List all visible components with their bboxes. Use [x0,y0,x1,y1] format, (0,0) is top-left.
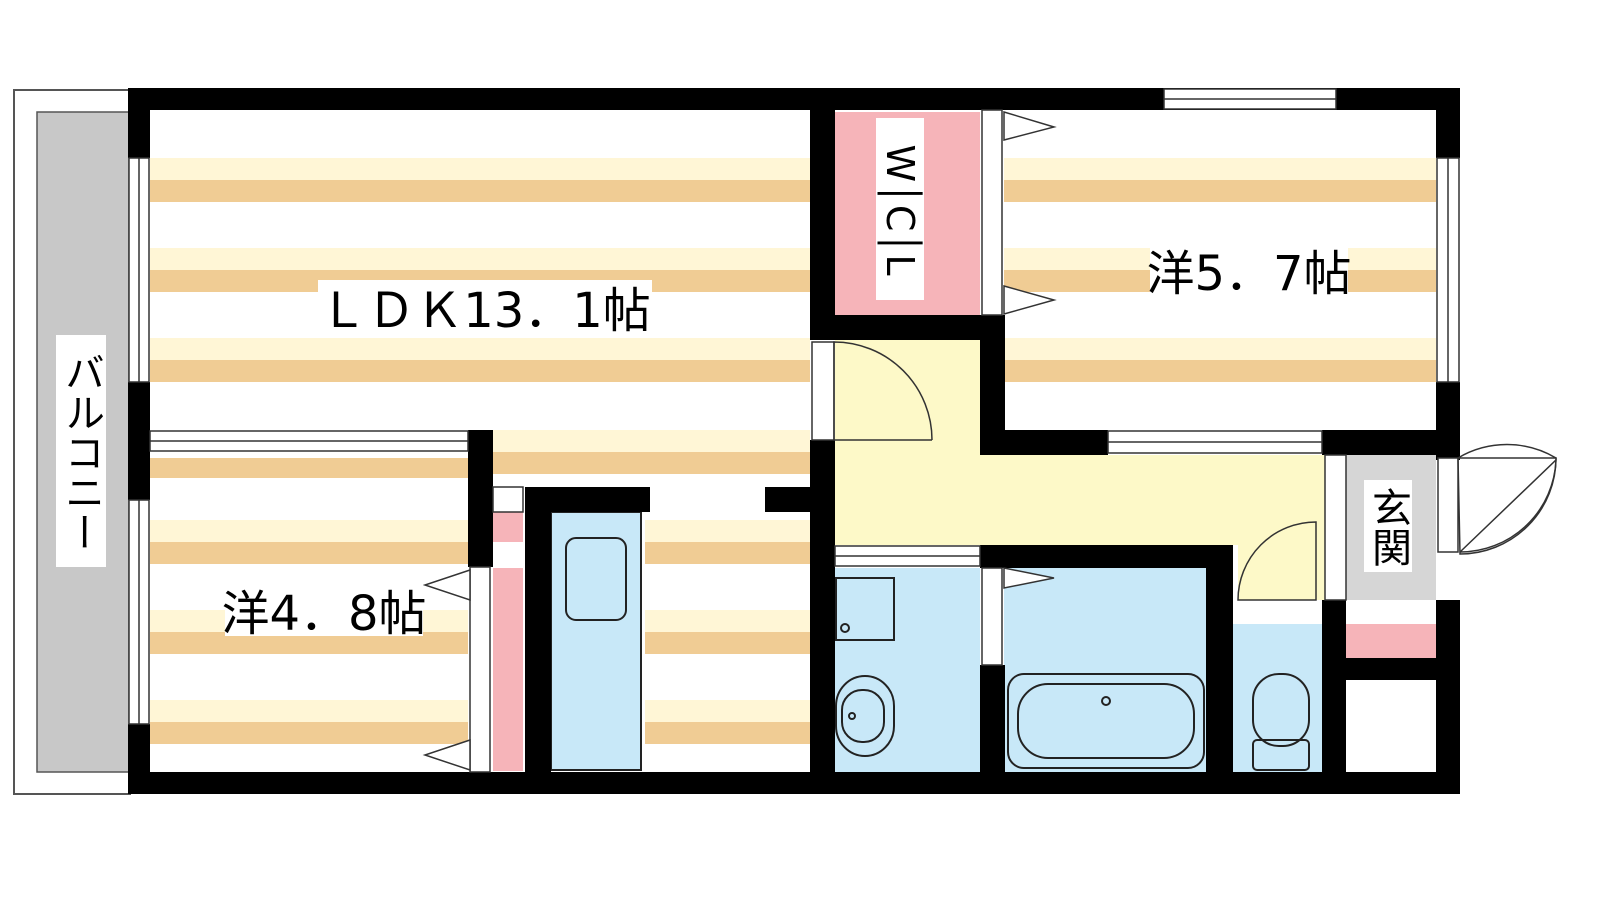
wall-bath-top [980,545,1230,568]
swing-doors [811,341,1557,601]
wall-left-3 [128,724,150,794]
windows [128,88,1460,773]
wall-w1-bottom-a [980,430,1108,455]
wall-top [128,88,1460,110]
bathtub [1007,673,1205,769]
wic-label-bg [876,118,924,300]
walls [128,88,1460,794]
washing-machine-pan [835,577,895,641]
hallway-floor [835,340,1325,600]
closet-upper [493,512,523,542]
wic-door-frame [981,109,1003,316]
wall-bottom [128,772,1460,794]
shoe-closet [1346,624,1436,658]
wall-kitchen-stub [765,487,810,512]
room-label-western-1: 洋5．7帖 [1146,246,1351,302]
bath-door-frame [981,567,1003,666]
wall-left-2 [128,382,150,500]
western-1-label-bg [1150,240,1348,296]
wall-wic-bottom [835,315,1005,340]
wall-left-1 [128,88,150,158]
wall-entrance-corner [1322,600,1346,624]
wall-ldk-right [810,440,835,794]
entrance-label-bg [1364,480,1412,572]
toilet [1252,673,1310,747]
closet-lower [493,568,523,771]
ldk-floor [150,110,810,744]
wall-entrance-bottom [1346,658,1436,680]
balcony [13,89,131,795]
closet-door-frame [469,566,491,773]
wash-basin [835,675,895,757]
wall-wic-left [810,88,835,340]
western-2-label-bg [225,580,423,636]
wall-wash-right [980,665,1005,794]
closet-upper-frame [492,486,524,513]
room-label-wic: W│C│L [877,144,923,275]
wall-w1-bottom-b [1322,430,1460,455]
washroom-floor [835,568,980,772]
room-label-ldk: ＬＤＫ13．1帖 [319,283,651,339]
wall-right-3 [1436,600,1460,794]
ldk-label-bg [318,280,652,332]
wall-bath-right [1206,545,1233,794]
fixtures [835,577,1310,771]
room-label-western-2: 洋4．8帖 [221,586,426,642]
folding-doors [422,110,1057,772]
wall-right-1 [1436,88,1460,158]
wall-closet-sep [468,542,493,567]
balcony-label-bg [56,335,106,567]
wall-toilet-right [1322,600,1346,794]
room-label-balcony: バルコニー [58,352,104,552]
bathroom-floor [1004,568,1206,772]
room-label-entrance: 玄関 [1365,487,1411,567]
wall-kitchen-left [525,487,551,794]
kitchen-sink [565,537,627,621]
